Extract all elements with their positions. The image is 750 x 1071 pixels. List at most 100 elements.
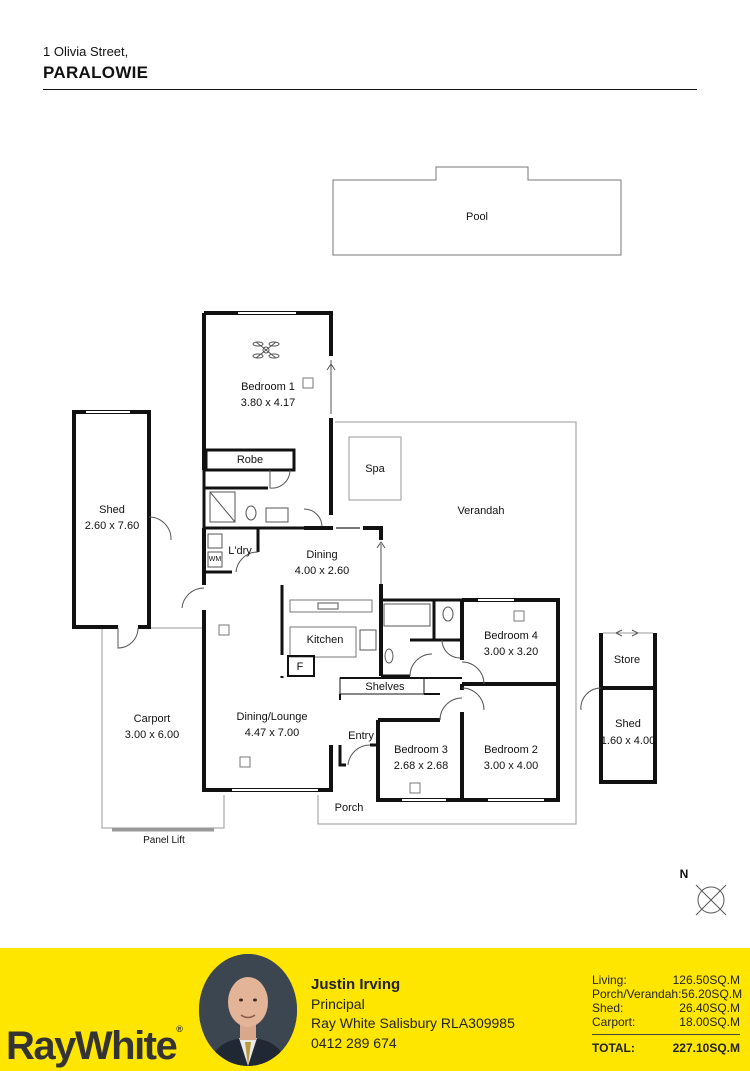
- ceiling-fan-icon: [252, 341, 280, 359]
- area-label: Living:: [592, 973, 627, 987]
- raywhite-logo: RayWhite®: [6, 1024, 183, 1069]
- area-row: Porch/Verandah: 56.20SQ.M: [592, 987, 743, 1001]
- logo-text: RayWhite: [6, 1024, 178, 1068]
- agent-photo: [199, 954, 297, 1066]
- agent-title: Principal: [311, 995, 365, 1012]
- entry-door: [347, 744, 371, 766]
- area-value: 56.20SQ.M: [681, 987, 743, 1001]
- shed2-door: [580, 687, 602, 711]
- agent-details: Justin Irving Principal Ray White Salisb…: [311, 975, 515, 1053]
- laundry-door: [303, 508, 323, 529]
- side-door: [181, 587, 205, 609]
- cooktop-icon: [359, 629, 377, 651]
- bedroom4-door: [461, 661, 485, 685]
- dining-size: 4.00 x 2.60: [295, 565, 349, 577]
- area-value: 26.40SQ.M: [679, 1001, 740, 1015]
- kitchen-bench: [289, 599, 373, 613]
- area-total-label: TOTAL:: [592, 1041, 635, 1055]
- fridge-space: [287, 655, 315, 677]
- bedroom2-size: 3.00 x 4.00: [484, 760, 538, 772]
- store-arrows: [615, 629, 639, 637]
- smoke-detector-icon: [302, 377, 314, 389]
- wm-label: WM: [209, 556, 222, 563]
- shed1-size: 2.60 x 7.60: [85, 520, 139, 532]
- wc-door: [441, 639, 461, 659]
- area-label: Carport:: [592, 1015, 636, 1029]
- area-row: Carport: 18.00SQ.M: [592, 1015, 740, 1029]
- bedroom3-detector-icon: [409, 782, 421, 794]
- porch-label: Porch: [335, 802, 364, 814]
- basin-icon: [384, 648, 394, 664]
- bedroom1-size: 3.80 x 4.17: [241, 397, 295, 409]
- area-value: 126.50SQ.M: [672, 973, 740, 987]
- agent-name: Justin Irving: [311, 976, 401, 993]
- kitchen-label: Kitchen: [307, 634, 344, 646]
- area-label: Shed:: [592, 1001, 624, 1015]
- robe-outline: [204, 448, 296, 472]
- bedroom1-walls: [202, 311, 333, 515]
- robe-label: Robe: [237, 454, 263, 466]
- address-line: 1 Olivia Street,: [43, 44, 129, 59]
- floor-plan: Pool Bedroom 1 3.80 x 4.17 Robe Spa Vera…: [72, 166, 727, 916]
- shed1-label: Shed: [99, 504, 125, 516]
- kitchen-island: [289, 626, 357, 658]
- fridge-label: F: [297, 661, 304, 673]
- lounge-detector-icon: [218, 624, 230, 636]
- area-summary: Living: 126.50SQ.M Porch/Verandah: 56.20…: [592, 973, 743, 1055]
- bedroom3-size: 2.68 x 2.68: [394, 760, 448, 772]
- main-walls-north: [304, 526, 383, 540]
- bedroom4-size: 3.00 x 3.20: [484, 646, 538, 658]
- laundry-walls: [204, 528, 260, 574]
- shelves-label: Shelves: [365, 681, 405, 693]
- wc-icon: [442, 606, 454, 622]
- vanity-icon: [265, 507, 289, 523]
- header-rule: [43, 89, 697, 90]
- bedroom4-detector-icon: [513, 610, 525, 622]
- area-row: Living: 126.50SQ.M: [592, 973, 740, 987]
- area-total-row: TOTAL: 227.10SQ.M: [592, 1041, 740, 1055]
- bedroom2-door: [461, 687, 485, 711]
- suburb-title: PARALOWIE: [43, 63, 149, 82]
- compass-cross: [695, 884, 727, 916]
- entry-walls: [338, 743, 378, 767]
- slider-arrowhead-2: [376, 541, 386, 549]
- verandah-label: Verandah: [457, 505, 504, 517]
- shed1-door: [117, 627, 139, 649]
- store-shed-walls: [599, 633, 657, 784]
- sink-icon: [317, 602, 339, 610]
- area-row: Shed: 26.40SQ.M: [592, 1001, 740, 1015]
- shed1-side-door: [148, 516, 172, 541]
- slider-arrowhead-1: [326, 363, 336, 371]
- agent-portrait-icon: [199, 954, 297, 1066]
- bedroom3-label: Bedroom 3: [394, 744, 448, 756]
- bathroom-walls: [381, 598, 462, 678]
- bedroom4-walls: [460, 598, 560, 686]
- area-total-value: 227.10SQ.M: [672, 1041, 740, 1055]
- shed2-size: 1.60 x 4.00: [601, 735, 655, 747]
- washer-icon: [207, 551, 223, 568]
- bedroom2-walls: [460, 684, 560, 802]
- pool-outline: [332, 166, 622, 256]
- hallway-walls: [339, 677, 462, 700]
- ensuite-door: [269, 469, 291, 489]
- panel-lift-label: Panel Lift: [143, 835, 185, 846]
- spa-label: Spa: [365, 463, 385, 475]
- verandah-outline: [317, 421, 577, 825]
- pool-label: Pool: [466, 211, 488, 223]
- compass-icon: [697, 886, 725, 914]
- lounge-label: Dining/Lounge: [237, 711, 308, 723]
- entry-label: Entry: [348, 730, 374, 742]
- carport-size: 3.00 x 6.00: [125, 729, 179, 741]
- lounge-size: 4.47 x 7.00: [245, 727, 299, 739]
- carport-label: Carport: [134, 713, 171, 725]
- agent-phone[interactable]: 0412 289 674: [311, 1034, 397, 1051]
- toilet-icon: [245, 505, 257, 521]
- laundry-label: L'dry: [228, 545, 252, 557]
- bedroom3-door: [439, 697, 463, 721]
- north-label: N: [680, 867, 689, 881]
- trademark-icon: ®: [176, 1024, 183, 1034]
- bedroom1-label: Bedroom 1: [241, 381, 295, 393]
- area-divider: [592, 1034, 740, 1035]
- dining-label: Dining: [306, 549, 337, 561]
- agent-office: Ray White Salisbury RLA309985: [311, 1015, 515, 1031]
